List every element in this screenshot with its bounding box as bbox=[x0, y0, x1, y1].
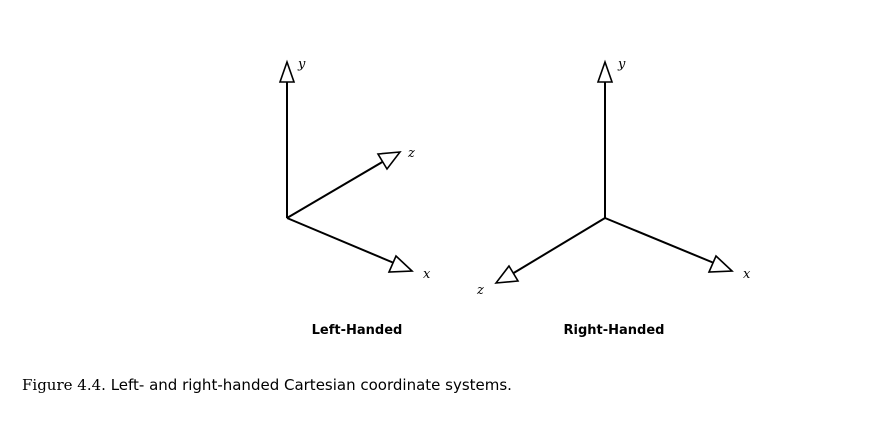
right-handed-diagram: y z x Right-Handed bbox=[476, 57, 751, 338]
right-z-arrowhead bbox=[494, 264, 520, 284]
left-z-label: z bbox=[407, 146, 415, 161]
right-z-label: z bbox=[476, 283, 484, 298]
figure-number: Figure 4.4. bbox=[22, 376, 106, 394]
right-y-label: y bbox=[617, 57, 626, 72]
right-y-arrowhead bbox=[596, 59, 614, 83]
left-z-arrowhead bbox=[376, 151, 402, 171]
left-y-arrowhead bbox=[278, 59, 296, 83]
left-z-axis bbox=[286, 160, 385, 219]
right-x-axis bbox=[604, 217, 715, 264]
left-handed-title: Left-Handed bbox=[312, 323, 403, 338]
caption-text: Left- and right-handed Cartesian coordin… bbox=[110, 376, 512, 394]
left-x-label: x bbox=[423, 267, 431, 282]
right-handed-title: Right-Handed bbox=[564, 323, 665, 338]
left-x-axis bbox=[286, 217, 395, 264]
left-x-arrowhead bbox=[387, 254, 414, 273]
right-x-arrowhead bbox=[707, 254, 734, 273]
figure-caption: Figure 4.4. Left- and right-handed Carte… bbox=[22, 376, 512, 394]
left-y-label: y bbox=[297, 57, 306, 72]
left-handed-diagram: y z x Left-Handed bbox=[278, 57, 431, 338]
right-x-label: x bbox=[743, 267, 751, 282]
right-z-axis bbox=[511, 217, 606, 275]
